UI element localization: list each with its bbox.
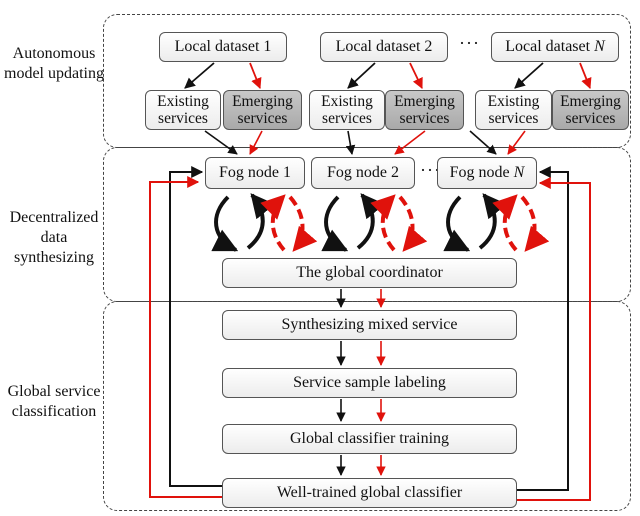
fog-node-n-label: Fog node (449, 164, 514, 181)
global-classification-region (103, 301, 631, 511)
global-coordinator: The global coordinator (222, 258, 517, 288)
local-dataset-1-label: Local dataset 1 (174, 38, 272, 55)
global-classifier-training: Global classifier training (222, 424, 517, 454)
local-dataset-1: Local dataset 1 (159, 32, 287, 62)
local-dataset-n-index: N (594, 38, 605, 55)
emerging-services-n: Emerging services (552, 90, 629, 130)
service-sample-labeling: Service sample labeling (222, 368, 517, 398)
well-trained-global-classifier: Well-trained global classifier (222, 478, 517, 508)
stage-label-global: Global service classification (7, 383, 101, 420)
fog-node-1-label: Fog node 1 (219, 164, 291, 181)
stage-label-autonomous: Autonomous model updating (4, 45, 104, 82)
synthesizing-mixed-service: Synthesizing mixed service (222, 310, 517, 340)
dataset-ellipsis: ··· (459, 33, 480, 53)
fog-node-n-index: N (513, 164, 525, 181)
fog-node-2-label: Fog node 2 (327, 164, 399, 181)
existing-services-n: Existing services (475, 90, 552, 130)
emerging-services-2: Emerging services (385, 90, 464, 130)
fog-node-1: Fog node 1 (205, 157, 305, 189)
local-dataset-2-label: Local dataset 2 (335, 38, 433, 55)
stage-label-decentralized: Decentralized data synthesizing (9, 209, 99, 266)
existing-services-1: Existing services (145, 90, 221, 130)
emerging-services-1: Emerging services (223, 90, 302, 130)
local-dataset-2: Local dataset 2 (320, 32, 448, 62)
fog-node-2: Fog node 2 (311, 157, 415, 189)
existing-services-2: Existing services (309, 90, 385, 130)
fog-node-n: Fog node N (437, 157, 537, 189)
fog-node-ellipsis: ··· (420, 160, 441, 180)
local-dataset-n-label: Local dataset (505, 38, 595, 55)
local-dataset-n: Local dataset N (491, 32, 619, 62)
